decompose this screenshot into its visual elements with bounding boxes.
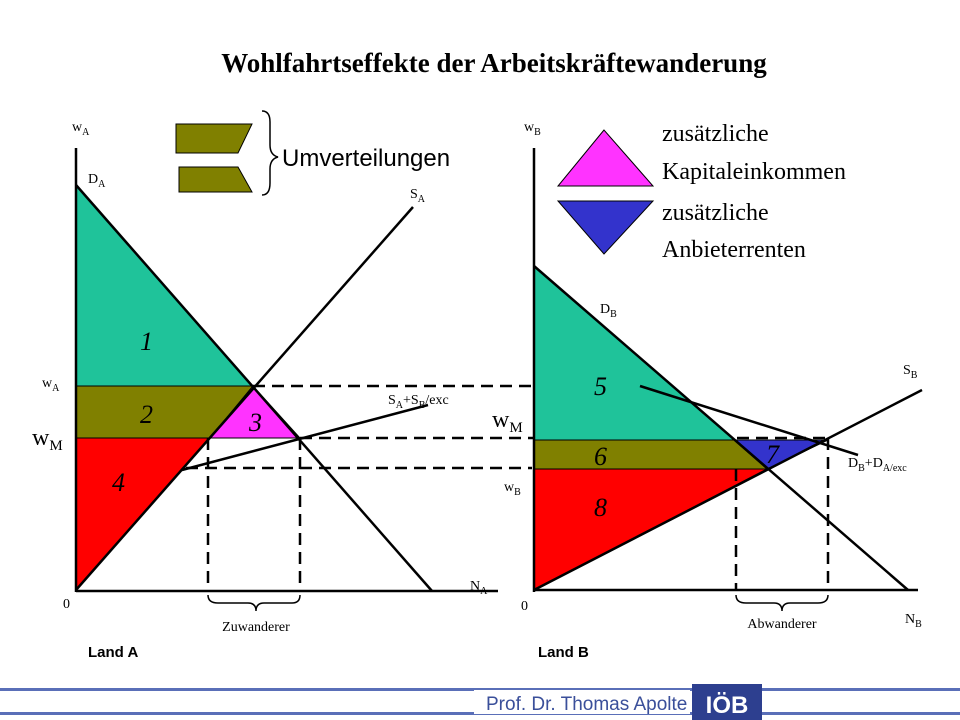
area-number-6: 6 — [594, 442, 607, 471]
brace-emigrants-icon — [735, 594, 829, 612]
label-supply-b: SB — [903, 363, 918, 381]
legend-capital-label-1: zusätzliche — [662, 121, 769, 147]
label-x-axis-a: NA — [470, 579, 488, 597]
label-combined-supply-a: SA+SB/exc — [388, 393, 449, 411]
footer-author-box — [474, 690, 690, 714]
legend-brace-icon — [261, 110, 279, 196]
area-6 — [533, 439, 769, 470]
label-emigrants: Abwanderer — [747, 617, 817, 632]
footer-logo-box — [692, 684, 762, 720]
label-wage-b: wB — [504, 480, 521, 498]
legend-blue-triangle — [556, 200, 655, 255]
legend-producer-rent: zusätzliche Anbieterrenten — [556, 200, 806, 263]
footer-bar-top — [0, 688, 960, 691]
supply-curve-b — [533, 388, 923, 592]
brace-migrants-icon — [207, 594, 301, 612]
area-number-3: 3 — [248, 408, 262, 437]
label-y-axis-b: wB — [524, 120, 541, 138]
legend-olive-shape-top — [175, 123, 253, 154]
label-x-axis-b: NB — [905, 612, 922, 630]
label-demand-b: DB — [600, 302, 617, 320]
legend-magenta-triangle — [556, 129, 655, 187]
legend-capital-income: zusätzliche Kapitaleinkommen — [556, 121, 846, 187]
footer-author: Prof. Dr. Thomas Apolte — [486, 694, 687, 715]
legend-redistribution: Umverteilungen — [175, 110, 450, 196]
area-number-7: 7 — [766, 440, 780, 469]
legend-redistribution-label: Umverteilungen — [282, 145, 450, 172]
label-origin-b: 0 — [521, 599, 528, 614]
footer-logo: IÖB — [692, 684, 762, 720]
diagram-country-b: wB DB SB wM wB DB+DA/exc 0 NB Abwanderer… — [492, 120, 923, 661]
page-title: Wohlfahrtseffekte der Arbeitskräftewande… — [221, 48, 767, 78]
legend-rent-label-2: Anbieterrenten — [662, 237, 806, 263]
diagram-country-a: wA DA SA wA wM SA+SB/exc 0 NA Zuwanderer… — [32, 120, 828, 661]
legend-olive-shape-bottom — [178, 166, 253, 193]
legend-capital-label-2: Kapitaleinkommen — [662, 159, 846, 185]
area-number-2: 2 — [140, 400, 153, 429]
legend-rent-label-1: zusätzliche — [662, 200, 769, 226]
area-number-8: 8 — [594, 493, 607, 522]
combined-demand-curve-b — [639, 384, 859, 457]
area-number-4: 4 — [112, 468, 125, 497]
label-market-wage-a: wM — [32, 425, 63, 454]
label-wage-a: wA — [42, 376, 60, 394]
footer: Prof. Dr. Thomas Apolte IÖB — [0, 684, 960, 720]
label-country-b: Land B — [538, 644, 589, 661]
label-combined-demand-b: DB+DA/exc — [848, 456, 907, 474]
label-supply-a: SA — [410, 187, 426, 205]
label-y-axis-a: wA — [72, 120, 90, 138]
demand-curve-b — [533, 265, 909, 591]
footer-logo-text: IÖB — [706, 692, 749, 719]
label-market-wage-b: wM — [492, 407, 523, 436]
label-demand-a: DA — [88, 172, 106, 190]
label-migrants: Zuwanderer — [222, 620, 290, 635]
label-country-a: Land A — [88, 644, 138, 661]
label-origin-a: 0 — [63, 597, 70, 612]
supply-curve-a — [75, 206, 414, 591]
area-number-5: 5 — [594, 372, 607, 401]
area-number-1: 1 — [140, 327, 153, 356]
